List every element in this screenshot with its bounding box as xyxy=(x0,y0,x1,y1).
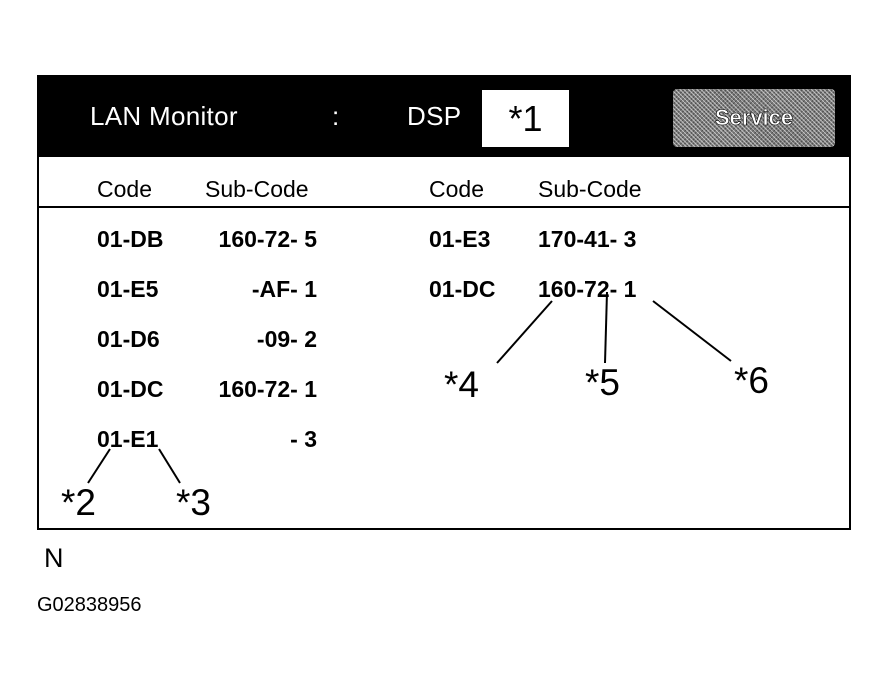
left-row-code: 01-E5 xyxy=(97,276,159,302)
left-code-header: Code xyxy=(97,176,152,202)
left-row-code: 01-E1 xyxy=(97,426,159,452)
right-row-code: 01-DC xyxy=(429,276,496,302)
right-subcode-header: Sub-Code xyxy=(538,176,642,202)
callout-4: *4 xyxy=(444,364,479,405)
right-row-subcode: 160-72- 1 xyxy=(538,276,637,302)
right-row-code: 01-E3 xyxy=(429,226,491,252)
left-row-subcode: 160-72- 1 xyxy=(218,376,317,402)
lan-monitor-panel: LAN Monitor : DSP *1 Service Code Sub-Co… xyxy=(37,75,851,530)
lan-monitor-title: LAN Monitor xyxy=(90,101,238,131)
dsp-label: DSP xyxy=(407,101,462,131)
left-row-subcode: - 3 xyxy=(290,426,317,452)
right-code-header: Code xyxy=(429,176,484,202)
dsp-value-box: *1 xyxy=(482,90,569,147)
header-divider xyxy=(39,206,849,208)
title-separator: : xyxy=(332,101,340,131)
left-row-subcode: 160-72- 5 xyxy=(218,226,317,252)
left-subcode-header: Sub-Code xyxy=(205,176,309,202)
service-button[interactable]: Service xyxy=(673,89,835,147)
left-row-code: 01-DB xyxy=(97,226,164,252)
figure-id: G02838956 xyxy=(37,594,142,616)
right-row-subcode: 170-41- 3 xyxy=(538,226,637,252)
callout-2: *2 xyxy=(61,482,96,523)
callout-3: *3 xyxy=(176,482,211,523)
callout-5: *5 xyxy=(585,362,620,403)
callout-6: *6 xyxy=(734,360,769,401)
left-row-subcode: -AF- 1 xyxy=(251,276,317,302)
left-row-code: 01-D6 xyxy=(97,326,160,352)
left-row-code: 01-DC xyxy=(97,376,164,402)
left-row-subcode: -09- 2 xyxy=(256,326,317,352)
title-bar: LAN Monitor : DSP *1 Service xyxy=(39,77,849,157)
note-label: N xyxy=(44,543,64,573)
